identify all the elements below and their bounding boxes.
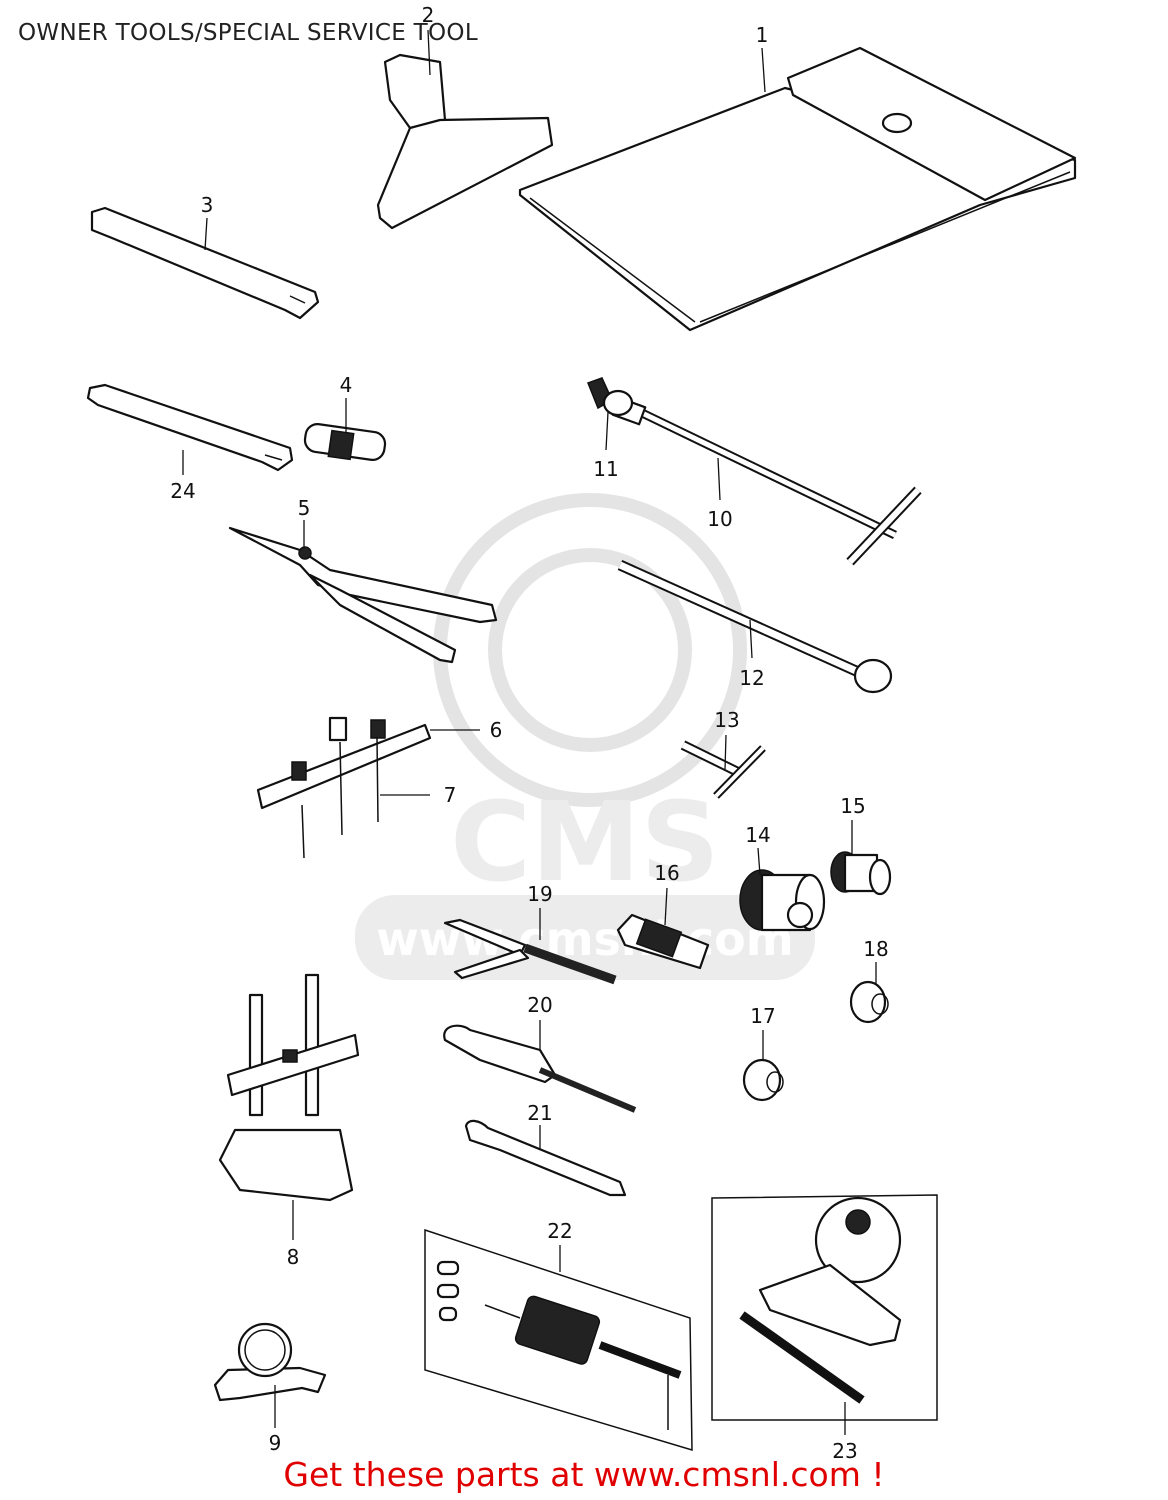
footer-link[interactable]: Get these parts at www.cmsnl.com ! [283,1455,885,1494]
callout-8: 8 [287,1245,300,1269]
page-title: OWNER TOOLS/SPECIAL SERVICE TOOL [18,20,478,46]
part-24-wrench[interactable] [86,383,294,472]
part-12-bar[interactable] [617,559,893,694]
callout-6: 6 [490,718,503,742]
callout-1: 1 [756,23,769,47]
part-6-puller-plate[interactable] [256,716,432,810]
callout-22: 22 [547,1219,572,1243]
callout-4: 4 [340,373,353,397]
part-13-t-wrench[interactable] [680,740,766,799]
callout-15: 15 [840,794,865,818]
callout-9: 9 [269,1431,282,1455]
callout-17: 17 [750,1004,775,1028]
callout-11: 11 [593,457,618,481]
callout-14: 14 [745,823,770,847]
part-18-collar[interactable] [849,980,889,1024]
part-1-tool-bag[interactable] [518,46,1077,332]
callout-16: 16 [654,861,679,885]
part-14-holder[interactable] [739,869,826,932]
callout-2: 2 [422,3,435,27]
part-19-puller[interactable] [443,918,617,985]
callout-7: 7 [444,783,457,807]
part-17-collar[interactable] [742,1058,784,1102]
part-7-puller-bolts[interactable] [301,737,379,859]
leader-lines [182,29,877,1435]
part-15-holder[interactable] [830,851,892,896]
part-23-gear-holder-set[interactable] [711,1194,938,1421]
part-3-wrench[interactable] [90,206,320,320]
part-2-box-wrench[interactable] [376,53,554,230]
part-16-driver[interactable] [616,913,710,970]
callout-labels: 2 1 3 4 24 5 11 10 12 6 7 13 15 14 16 18… [170,3,888,1463]
cms-watermark: CMS www.cmsnl.com [355,493,815,980]
part-10-t-handle[interactable] [611,396,922,566]
callout-5: 5 [298,496,311,520]
callout-10: 10 [707,507,732,531]
part-8-bearing-puller[interactable] [218,973,360,1202]
part-5-pliers[interactable] [228,526,498,664]
callout-24: 24 [170,479,195,503]
part-21-spanner[interactable] [464,1119,627,1197]
part-22-slide-hammer-set[interactable] [424,1228,693,1452]
part-9-dial-gauge[interactable] [213,1322,327,1402]
callout-12: 12 [739,666,764,690]
callout-13: 13 [714,708,739,732]
watermark-brand: CMS [450,778,719,906]
callout-23: 23 [832,1439,857,1463]
callout-19: 19 [527,882,552,906]
part-4-plug-tool[interactable] [303,423,387,462]
part-20-hook-wrench[interactable] [443,1024,637,1113]
watermark-url: www.cmsnl.com [376,912,793,966]
callout-20: 20 [527,993,552,1017]
callout-21: 21 [527,1101,552,1125]
part-11-socket[interactable] [587,377,634,417]
callout-18: 18 [863,937,888,961]
callout-3: 3 [201,193,214,217]
